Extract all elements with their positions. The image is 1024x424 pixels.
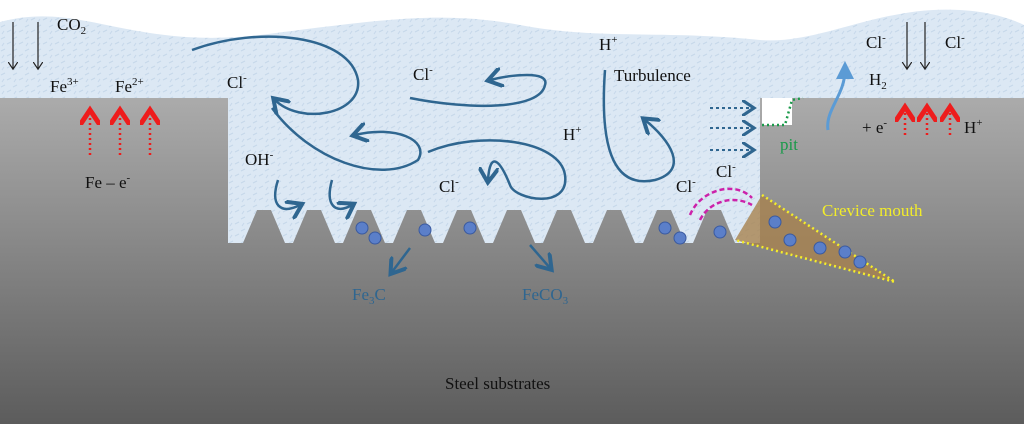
label-cl: Cl- xyxy=(227,72,247,92)
label-fe3: Fe3+ xyxy=(50,76,79,96)
flow-arrow xyxy=(409,75,547,108)
flow-arrow xyxy=(191,35,360,114)
fe3c-pointer xyxy=(392,247,411,272)
anodic-arrows xyxy=(90,112,950,155)
label-fe3c: Fe3C xyxy=(352,285,386,307)
label-h2: H2 xyxy=(869,70,887,92)
label-feco3: FeCO3 xyxy=(522,285,569,307)
pit-outline xyxy=(762,96,804,127)
pit-cavity xyxy=(762,98,792,125)
crystal xyxy=(853,255,867,269)
crystal xyxy=(768,215,782,229)
label-steel-substrates: Steel substrates xyxy=(445,374,550,393)
pit-flow-arrows xyxy=(710,108,752,150)
label-crevice-mouth: Crevice mouth xyxy=(822,201,923,220)
steel-substrate xyxy=(0,98,1024,424)
label-pit: pit xyxy=(780,135,798,154)
label-cl: Cl- xyxy=(413,64,433,84)
crystal xyxy=(673,231,687,245)
label-plus-e: + e- xyxy=(862,117,887,137)
oh-swirl-arrow xyxy=(328,179,352,209)
label-h-plus: H+ xyxy=(599,34,618,54)
label-h-plus: H+ xyxy=(964,117,983,137)
downward-arrows xyxy=(13,22,925,68)
flow-arrow xyxy=(270,107,422,171)
label-cl: Cl- xyxy=(716,161,736,181)
crystal xyxy=(418,223,432,237)
corrosion-product-crystals xyxy=(355,215,867,269)
label-oh: OH- xyxy=(245,149,274,169)
flow-arrow xyxy=(427,139,567,200)
oh-swirl-arrow xyxy=(274,179,300,209)
crystal xyxy=(813,241,827,255)
label-cl: Cl- xyxy=(439,176,459,196)
label-turbulence: Turbulence xyxy=(614,66,691,85)
label-fe-minus-e: Fe – e- xyxy=(85,172,131,192)
crystal xyxy=(713,225,727,239)
label-fe2: Fe2+ xyxy=(115,76,144,96)
flow-arrow xyxy=(602,69,676,183)
turbulence-flow xyxy=(191,35,676,272)
label-cl: Cl- xyxy=(945,32,965,52)
feco3-pointer xyxy=(529,244,550,268)
crystal xyxy=(658,221,672,235)
label-h-plus: H+ xyxy=(563,124,582,144)
cl-migration-arrow xyxy=(688,187,753,216)
crystal xyxy=(355,221,369,235)
label-cl: Cl- xyxy=(866,32,886,52)
label-cl: Cl- xyxy=(676,176,696,196)
crystal xyxy=(838,245,852,259)
crystal xyxy=(463,221,477,235)
crystal xyxy=(783,233,797,247)
crystal xyxy=(368,231,382,245)
label-co2: CO2 xyxy=(57,15,86,37)
h2-evolution-arrow xyxy=(826,61,854,131)
